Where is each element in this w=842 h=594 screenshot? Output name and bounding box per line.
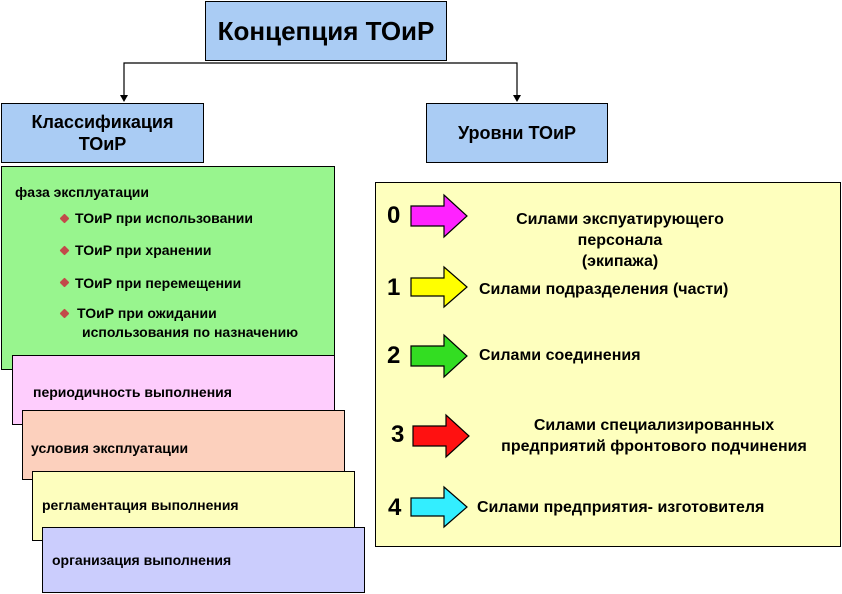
conditions-label: условия эксплуатации — [31, 440, 189, 456]
level-3-arrow-icon — [412, 413, 470, 459]
level-4-text: Силами предприятия- изготовителя — [477, 499, 765, 516]
phase-item: ТОиР при использовании — [75, 210, 254, 226]
level-number: 1 — [387, 274, 401, 301]
levels-box: Уровни ТОиР — [426, 103, 608, 163]
bullet-icon — [59, 308, 70, 319]
operation-phase-box: фаза эксплуатации ТОиР при использовании… — [1, 166, 335, 370]
level-0-text: Силами экспуатирующего персонала (экипаж… — [480, 209, 760, 272]
level-number: 2 — [387, 342, 401, 369]
level-1-text: Силами подразделения (части) — [479, 281, 729, 298]
level-3-line2: предприятий фронтового подчинения — [501, 438, 807, 455]
phase-item: ТОиР при ожидании — [77, 305, 217, 321]
conditions-box: условия эксплуатации — [22, 410, 345, 480]
organization-label: организация выполнения — [52, 552, 232, 568]
bullet-icon — [59, 277, 70, 288]
levels-panel: 0 Силами экспуатирующего персонала (экип… — [375, 182, 841, 547]
organization-box: организация выполнения — [42, 527, 365, 593]
classification-title-line2: ТОиР — [78, 134, 127, 154]
phase-item: ТОиР при перемещении — [75, 275, 242, 291]
phase-item-continuation: использования по назначению — [82, 324, 299, 340]
level-0-arrow-icon — [410, 193, 468, 239]
level-number: 3 — [391, 421, 405, 448]
level-0-line2: (экипажа) — [581, 253, 659, 270]
levels-title: Уровни ТОиР — [457, 122, 577, 143]
concept-title: Концепция ТОиР — [217, 15, 435, 46]
level-2-arrow-icon — [410, 333, 468, 379]
level-1-arrow-icon — [410, 265, 468, 309]
classification-box: Классификация ТОиР — [1, 103, 204, 163]
level-number: 0 — [387, 202, 401, 229]
level-3-text: Силами специализированных предприятий фр… — [478, 415, 830, 457]
phase-item: ТОиР при хранении — [75, 242, 212, 258]
level-2-text: Силами соединения — [479, 347, 641, 364]
bullet-icon — [59, 245, 70, 256]
level-number: 4 — [388, 494, 402, 521]
classification-title-line1: Классификация — [31, 112, 174, 132]
bullet-icon — [59, 213, 70, 224]
concept-title-box: Концепция ТОиР — [205, 1, 447, 61]
periodicity-label: периодичность выполнения — [33, 384, 232, 400]
level-3-line1: Силами специализированных — [533, 417, 775, 434]
level-4-arrow-icon — [410, 485, 468, 529]
operation-phase-heading: фаза эксплуатации — [15, 184, 150, 200]
regulation-label: регламентация выполнения — [42, 497, 239, 513]
level-0-line1: Силами экспуатирующего персонала — [516, 211, 724, 249]
